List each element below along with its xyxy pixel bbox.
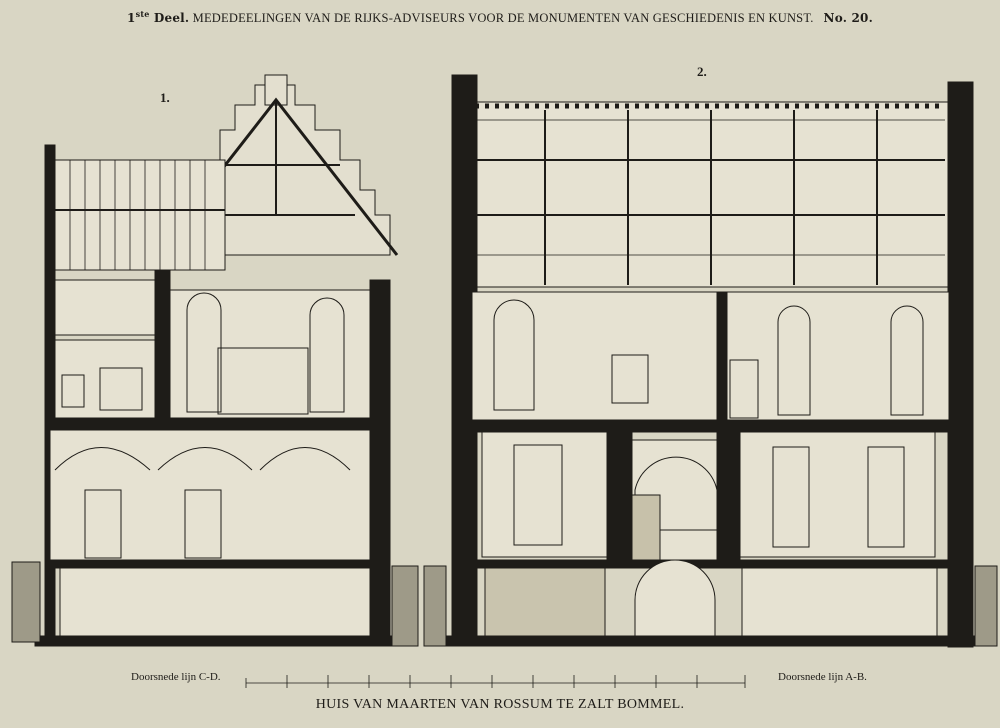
figure-2-label: 2. <box>697 64 707 79</box>
roof-attic <box>54 159 226 271</box>
ground-hatch <box>974 565 998 647</box>
section-ab <box>423 74 998 648</box>
window <box>493 299 535 411</box>
part-superscript: ste <box>135 9 150 19</box>
arched-niche <box>186 292 222 413</box>
window <box>867 446 905 548</box>
window <box>890 305 924 416</box>
window <box>777 305 811 416</box>
ground-hatch <box>391 565 419 647</box>
plate-title: HUIS VAN MAARTEN VAN ROSSUM TE ZALT BOMM… <box>315 697 685 712</box>
publication-title: MEDEDEELINGEN VAN DE RIJKS-ADVISEURS VOO… <box>192 11 814 25</box>
figure-1-label: 1. <box>160 90 170 105</box>
ground-hatch <box>423 565 447 647</box>
part-label: Deel. <box>153 11 190 25</box>
cellar-arch <box>634 559 716 641</box>
window <box>61 374 85 408</box>
door <box>631 494 661 561</box>
roof-beams <box>475 110 945 285</box>
ground-hatch <box>11 561 41 643</box>
cellar <box>59 567 371 637</box>
part-number: 1 <box>127 11 136 25</box>
plate-header: 1ste Deel. MEDEDEELINGEN VAN DE RIJKS-AD… <box>0 9 1000 26</box>
vaults <box>54 447 351 471</box>
window <box>513 444 563 546</box>
scale-right-label: Doorsnede lijn A-B. <box>778 671 867 683</box>
fireplace <box>217 347 309 415</box>
window <box>772 446 810 548</box>
plate-number: No. 20. <box>823 11 873 25</box>
rafters <box>55 160 225 270</box>
door <box>184 489 222 559</box>
arched-niche <box>309 297 345 413</box>
arched-window <box>634 456 718 531</box>
cellar <box>741 567 938 637</box>
cellar <box>484 567 606 637</box>
door <box>84 489 122 559</box>
section-cd <box>11 74 419 647</box>
scale-left-label: Doorsnede lijn C-D. <box>131 671 221 683</box>
scale-bar <box>245 675 746 688</box>
